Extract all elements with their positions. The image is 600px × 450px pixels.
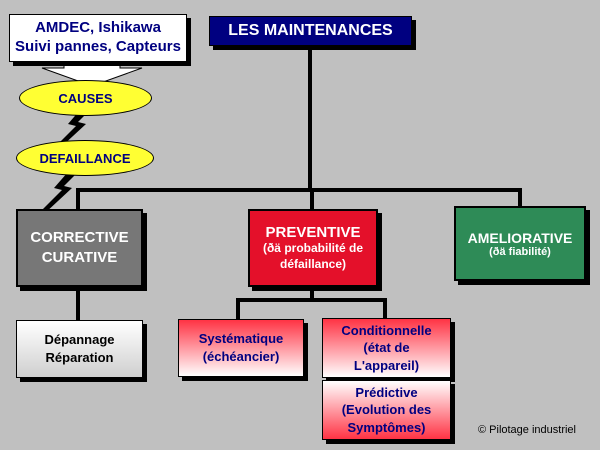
down-arrow-icon [41, 61, 143, 87]
corrective-box: CORRECTIVE CURATIVE [16, 209, 143, 287]
lightning-icon [56, 110, 90, 148]
ameliorative-box: AMELIORATIVE (ðä fiabilité) [454, 206, 586, 281]
causes-ellipse: CAUSES [19, 80, 152, 116]
preventive-box: PREVENTIVE (ðä probabilité de défaillanc… [248, 209, 378, 287]
systematique-box: Systématique (échéancier) [178, 319, 304, 377]
lightning-icon [40, 172, 78, 214]
defaillance-ellipse: DEFAILLANCE [16, 140, 154, 176]
causes-methods-box: AMDEC, Ishikawa Suivi pannes, Capteurs [9, 14, 187, 62]
diagram-title: LES MAINTENANCES [209, 16, 412, 46]
depannage-box: Dépannage Réparation [16, 320, 143, 378]
predictive-box: Prédictive (Evolution des Symptômes) [322, 380, 451, 440]
copyright-text: © Pilotage industriel [478, 424, 576, 436]
conditionnelle-box: Conditionnelle (état de L'appareil) [322, 318, 451, 378]
